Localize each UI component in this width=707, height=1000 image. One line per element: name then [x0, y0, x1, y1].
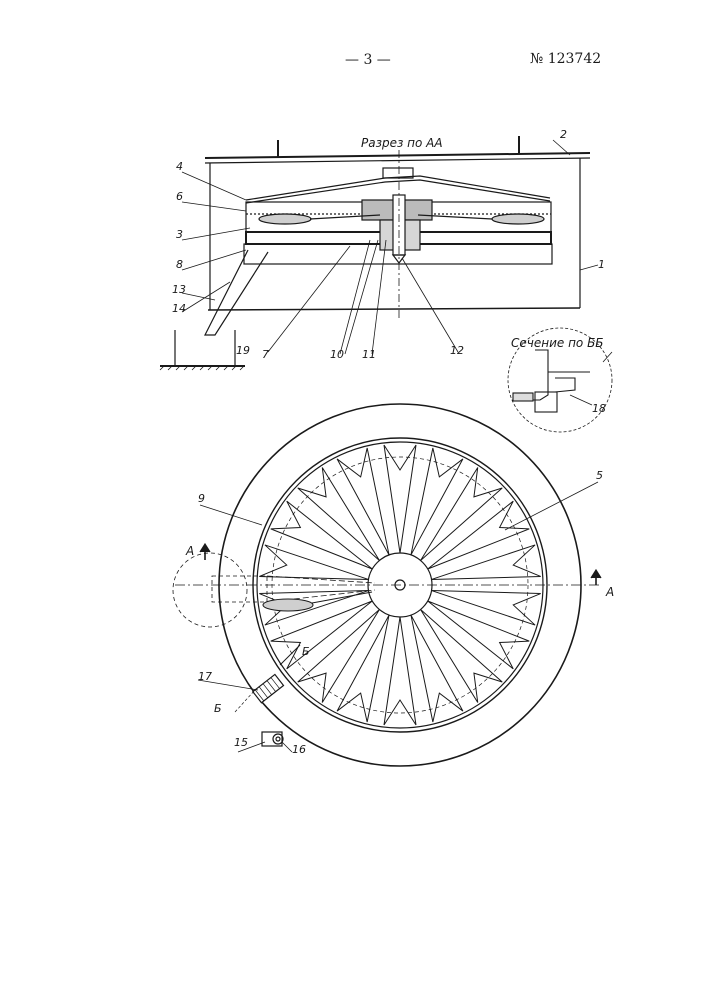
label-15: 15 [234, 736, 248, 749]
sectional-view-title: Разрез по АА [361, 136, 443, 150]
label-6: 6 [176, 190, 183, 203]
label-4: 4 [176, 160, 183, 173]
label-12: 12 [450, 344, 464, 357]
sectional-view-aa [160, 136, 598, 370]
label-10: 10 [330, 348, 344, 361]
label-16: 16 [292, 743, 306, 756]
label-7: 7 [262, 348, 269, 361]
label-14: 14 [172, 302, 186, 315]
section-mark-b-top: Б [302, 645, 310, 658]
label-9: 9 [198, 492, 205, 505]
label-17: 17 [198, 670, 212, 683]
label-13: 13 [172, 283, 186, 296]
section-mark-a-right: А [605, 585, 614, 599]
detail-view-title: Сечение по ББ [511, 336, 604, 350]
label-11: 11 [362, 348, 376, 361]
label-3: 3 [176, 228, 183, 241]
section-mark-a-left: А [185, 544, 194, 558]
label-19: 19 [236, 344, 250, 357]
plan-view [173, 404, 601, 766]
label-8: 8 [176, 258, 183, 271]
label-5: 5 [596, 469, 603, 482]
label-2: 2 [560, 128, 567, 141]
section-mark-b-bottom: Б [214, 702, 222, 715]
label-18: 18 [592, 402, 606, 415]
label-1: 1 [598, 258, 605, 271]
